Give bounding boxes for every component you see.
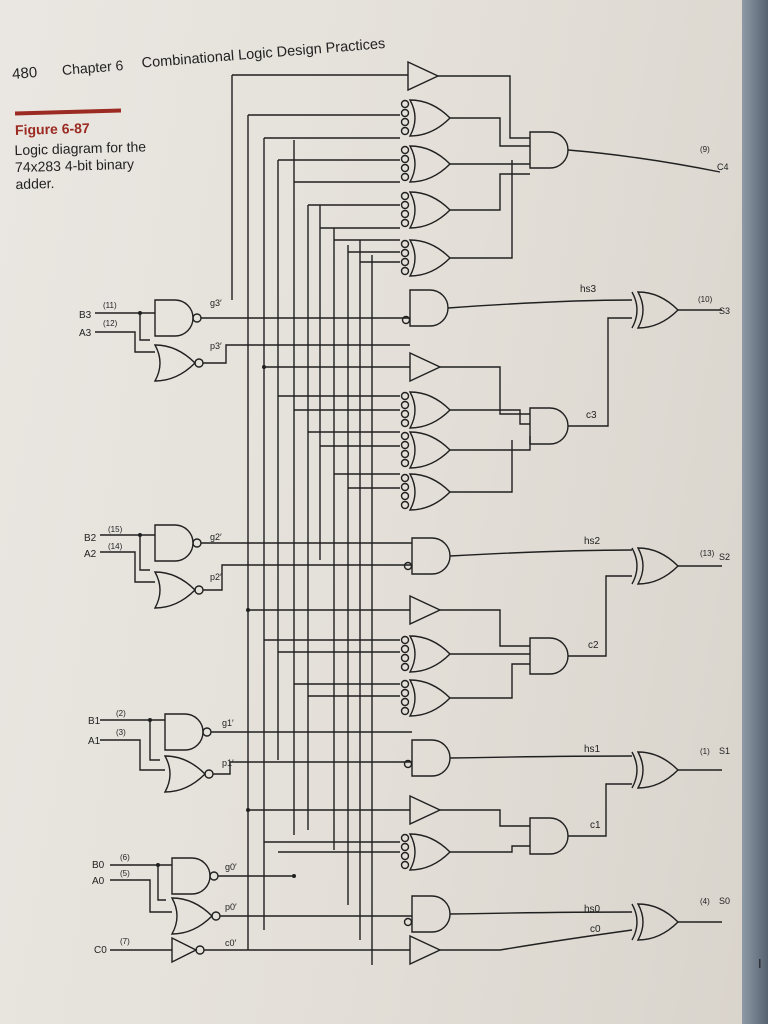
- signal-c2-label: c2: [588, 640, 599, 651]
- input-a2-label: A2: [84, 549, 97, 560]
- output-s2-label: S2: [719, 552, 730, 562]
- bit0-input-stage: [110, 857, 722, 965]
- input-b3-label: B3: [79, 310, 92, 321]
- signal-g1-label: g1′: [222, 718, 234, 728]
- bit3-input-stage: [95, 289, 722, 382]
- signal-p0-label: p0′: [225, 902, 237, 912]
- signal-c0-label: c0: [590, 924, 601, 935]
- pin-c0-label: (7): [120, 937, 130, 946]
- input-a0-label: A0: [92, 876, 105, 887]
- pin-a2-label: (14): [108, 542, 123, 551]
- carry-network-c3: [264, 317, 632, 511]
- signal-hs3-label: hs3: [580, 284, 597, 295]
- signal-p3-label: p3′: [210, 341, 222, 351]
- input-b1-label: B1: [88, 716, 101, 727]
- carry-network-c2: [248, 575, 632, 717]
- pin-b0-label: (6): [120, 853, 130, 862]
- input-a1-label: A1: [88, 736, 101, 747]
- pin-b3-label: (11): [103, 301, 117, 310]
- signal-labels: g3′ p3′ g2′ p2′ g1′ p1′ g0′ p0′ c0′ hs3 …: [210, 284, 601, 948]
- pin-c4-label: (9): [700, 145, 710, 154]
- pin-s0-label: (4): [700, 897, 710, 906]
- input-c0-label: C0: [94, 945, 107, 956]
- input-b0-label: B0: [92, 860, 105, 871]
- signal-p2-label: p2′: [210, 572, 222, 582]
- margin-mark: I: [758, 956, 762, 971]
- output-s3-label: S3: [719, 306, 730, 316]
- wire-junctions: [138, 311, 296, 878]
- carry-network-c1: [248, 783, 632, 871]
- signal-g3-label: g3′: [210, 298, 222, 308]
- output-c4-label: C4: [717, 162, 729, 172]
- input-b2-label: B2: [84, 533, 97, 544]
- pin-b1-label: (2): [116, 709, 126, 718]
- bit1-input-stage: [100, 713, 722, 793]
- signal-hs2-label: hs2: [584, 536, 601, 547]
- signal-hs1-label: hs1: [584, 744, 601, 755]
- paper-sheet: [0, 0, 742, 1024]
- signal-c1-label: c1: [590, 820, 601, 831]
- signal-g2-label: g2′: [210, 532, 222, 542]
- signal-c3-label: c3: [586, 410, 597, 421]
- pin-a0-label: (5): [120, 869, 130, 878]
- output-s0-label: S0: [719, 896, 730, 906]
- input-a3-label: A3: [79, 328, 92, 339]
- bit2-input-stage: [100, 524, 722, 609]
- pin-s1-label: (1): [700, 747, 710, 756]
- signal-g0-label: g0′: [225, 862, 237, 872]
- signal-buses: [231, 75, 373, 965]
- pin-b2-label: (15): [108, 525, 123, 534]
- input-labels: B3 A3 (11) (12) B2 A2 (15) (14) B1 A1 (2…: [79, 301, 130, 956]
- signal-hs0-label: hs0: [584, 904, 601, 915]
- pin-a1-label: (3): [116, 728, 126, 737]
- pin-s2-label: (13): [700, 549, 715, 558]
- adder-logic-diagram: B3 A3 (11) (12) B2 A2 (15) (14) B1 A1 (2…: [79, 61, 730, 965]
- output-s1-label: S1: [719, 746, 730, 756]
- carry-network-c4: [232, 61, 721, 277]
- signal-p1-label: p1′: [222, 758, 234, 768]
- signal-c0n-label: c0′: [225, 938, 237, 948]
- pin-s3-label: (10): [698, 295, 713, 304]
- pin-a3-label: (12): [103, 319, 118, 328]
- output-labels: (9) C4 (10) S3 (13) S2 (1) S1 (4) S0: [698, 145, 730, 906]
- page-edge-shadow: [742, 0, 768, 1024]
